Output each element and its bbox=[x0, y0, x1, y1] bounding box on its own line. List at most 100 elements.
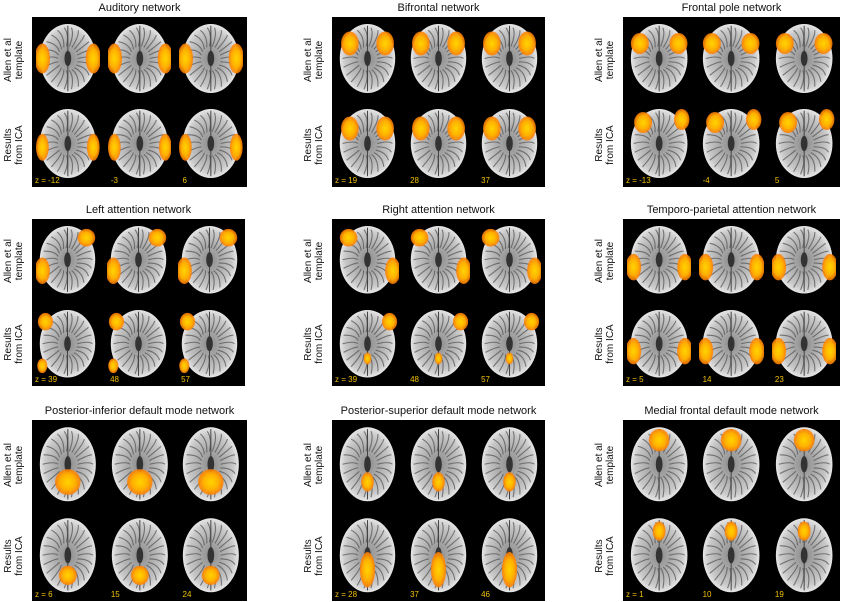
z-coordinate-label: z = 19 bbox=[335, 176, 358, 185]
brain-slice bbox=[106, 21, 173, 101]
network-title: Posterior-superior default mode network bbox=[340, 405, 537, 417]
brain-slice-image bbox=[775, 517, 833, 592]
activation-blob bbox=[148, 228, 167, 247]
network-title: Frontal pole network bbox=[681, 2, 782, 14]
brain-slice-image bbox=[481, 109, 538, 178]
activation-blob bbox=[821, 337, 838, 364]
brain-slice-image bbox=[410, 427, 467, 502]
z-coordinate-label: 19 bbox=[774, 590, 784, 599]
brain-slice bbox=[336, 223, 401, 302]
activation-blob bbox=[501, 551, 518, 587]
z-coordinate-label: z = 39 bbox=[35, 375, 58, 384]
brain-slice bbox=[407, 424, 470, 510]
brain-slice-image bbox=[481, 225, 543, 294]
activation-blob bbox=[34, 43, 51, 74]
brain-slice-image bbox=[481, 24, 538, 93]
brain-slice bbox=[407, 21, 470, 101]
brain-slice bbox=[627, 106, 691, 186]
activation-blob bbox=[797, 520, 811, 541]
activation-blob bbox=[376, 31, 394, 56]
z-coordinate-label: z = 28 bbox=[335, 590, 358, 599]
brain-slice-image bbox=[703, 109, 762, 178]
activation-blob bbox=[376, 116, 394, 141]
network-title: Right attention network bbox=[382, 204, 495, 216]
activation-blob bbox=[770, 253, 786, 281]
brain-slice bbox=[336, 515, 399, 601]
z-coordinate-label: 37 bbox=[481, 176, 490, 185]
brain-slice-image bbox=[481, 309, 540, 378]
brain-slice bbox=[772, 106, 836, 186]
activation-blob bbox=[749, 253, 765, 281]
brain-slice-image bbox=[630, 427, 688, 502]
activation-blob bbox=[703, 33, 722, 54]
brain-slice-image bbox=[703, 517, 760, 592]
brain-slice-image bbox=[34, 24, 101, 93]
activation-blob bbox=[361, 472, 374, 492]
brain-slice bbox=[36, 424, 100, 510]
brain-slice-image bbox=[107, 109, 172, 178]
z-coordinate-label: z = 1 bbox=[626, 590, 644, 599]
brain-slice bbox=[478, 21, 541, 101]
brain-slice-image bbox=[698, 225, 765, 294]
brain-slice-image bbox=[625, 309, 693, 378]
activation-blob bbox=[58, 565, 77, 585]
activation-blob bbox=[434, 352, 443, 364]
z-coordinate-label: 10 bbox=[702, 590, 712, 599]
activation-blob bbox=[483, 31, 501, 56]
brain-slice bbox=[699, 424, 763, 510]
brain-slice bbox=[108, 424, 172, 510]
activation-blob bbox=[228, 43, 245, 74]
brain-slice-image bbox=[775, 109, 835, 178]
activation-blob bbox=[677, 253, 693, 281]
brain-slice-image bbox=[481, 427, 538, 502]
brain-slice bbox=[770, 307, 838, 386]
brain-slice bbox=[108, 515, 172, 601]
activation-blob bbox=[481, 228, 500, 247]
activation-blob bbox=[648, 428, 670, 452]
brain-slice bbox=[627, 424, 691, 510]
activation-blob bbox=[179, 133, 193, 161]
brain-slice bbox=[107, 307, 170, 386]
activation-blob bbox=[652, 520, 666, 541]
activation-blob bbox=[741, 33, 760, 54]
activation-blob bbox=[483, 116, 501, 141]
brain-slice-image bbox=[111, 517, 168, 592]
activation-blob bbox=[130, 565, 149, 585]
brain-slice-image bbox=[39, 427, 96, 502]
activation-blob bbox=[202, 565, 221, 585]
z-coordinate-label: 6 bbox=[182, 176, 187, 185]
brain-slice bbox=[627, 515, 691, 601]
brain-slice-image bbox=[630, 24, 688, 93]
brain-slice-image bbox=[34, 225, 96, 294]
activation-blob bbox=[673, 109, 690, 130]
activation-blob bbox=[36, 133, 49, 161]
activation-blob bbox=[230, 133, 243, 161]
brain-slice bbox=[478, 223, 543, 302]
activation-blob bbox=[518, 116, 536, 141]
brain-slice-image bbox=[630, 109, 690, 178]
network-title: Temporo-parietal attention network bbox=[646, 204, 817, 216]
brain-slice bbox=[625, 223, 693, 302]
activation-blob bbox=[523, 312, 540, 331]
brain-slice-image bbox=[410, 309, 469, 378]
network-title: Bifrontal network bbox=[397, 2, 480, 14]
activation-blob bbox=[157, 43, 173, 74]
brain-slice-image bbox=[39, 517, 96, 592]
brain-slice bbox=[407, 515, 470, 601]
brain-slice-image bbox=[410, 225, 472, 294]
activation-blob bbox=[105, 257, 121, 285]
activation-blob bbox=[432, 472, 445, 492]
brain-slice-image bbox=[703, 427, 760, 502]
z-coordinate-label: 57 bbox=[181, 375, 190, 384]
